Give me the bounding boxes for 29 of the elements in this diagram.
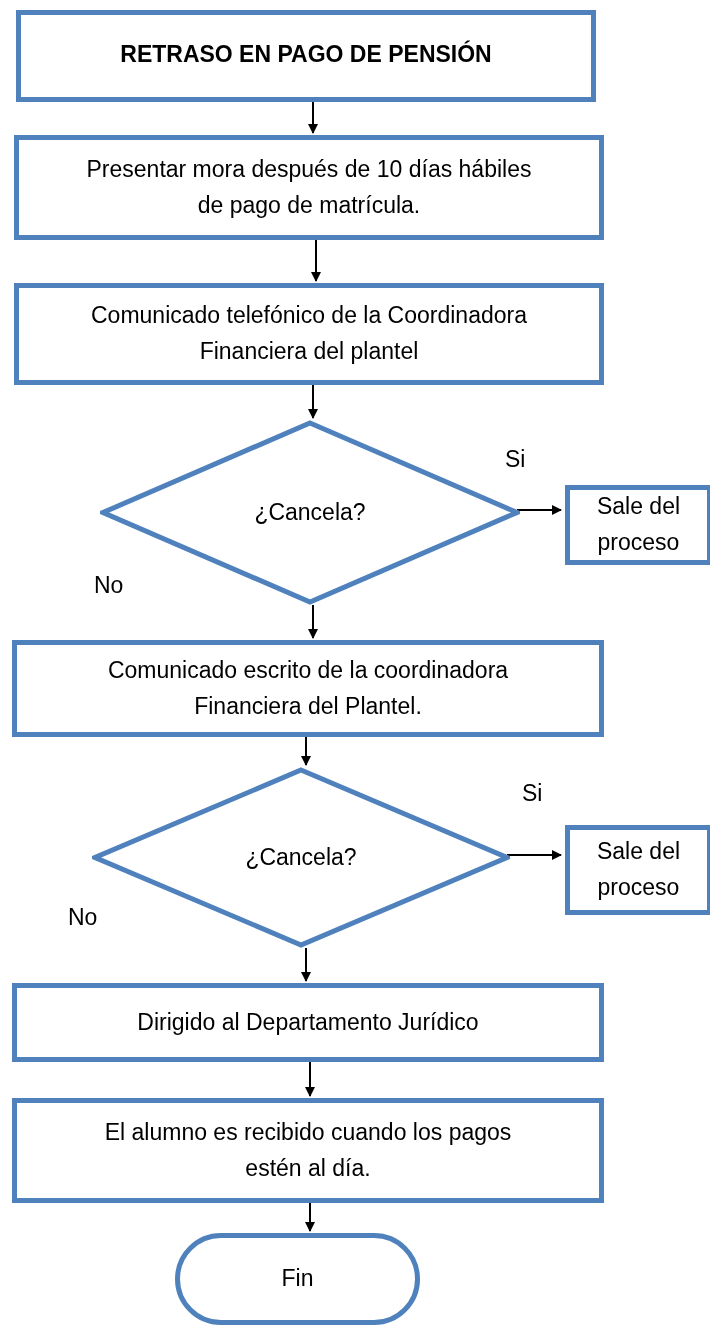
node-text: Sale del proceso [595, 837, 682, 902]
node-text: Dirigido al Departamento Jurídico [136, 1007, 480, 1037]
process-box [565, 825, 710, 915]
process-box [12, 1098, 604, 1203]
arrow [305, 1061, 315, 1097]
arrow [305, 1202, 315, 1232]
arrow [308, 101, 318, 134]
arrow [301, 947, 311, 982]
node-text: Fin [280, 1264, 315, 1294]
node-text: RETRASO EN PAGO DE PENSIÓN [119, 39, 493, 69]
process-box [14, 135, 604, 240]
arrow [301, 736, 311, 766]
arrow [506, 850, 562, 860]
process-box [565, 485, 710, 565]
arrow [311, 239, 321, 282]
process-box [12, 983, 604, 1062]
arrow [516, 505, 562, 515]
node-text: Comunicado escrito de la coordinadora Financiera del Plantel. [106, 655, 510, 721]
node-text: ¿Cancela? [253, 497, 367, 527]
arrow [308, 384, 318, 419]
process-box [12, 640, 604, 737]
node-text: Presentar mora después de 10 días hábiles de pago de matrícula. [85, 154, 533, 220]
process-box [14, 283, 604, 385]
node-text: Sale del proceso [595, 492, 682, 557]
node-text: ¿Cancela? [244, 842, 358, 872]
process-box [16, 10, 596, 102]
node-text: El alumno es recibido cuando los pagos estén al día. [103, 1117, 513, 1183]
arrow [308, 604, 318, 639]
node-text: Comunicado telefónico de la Coordinadora Financiera del plantel [90, 301, 528, 366]
